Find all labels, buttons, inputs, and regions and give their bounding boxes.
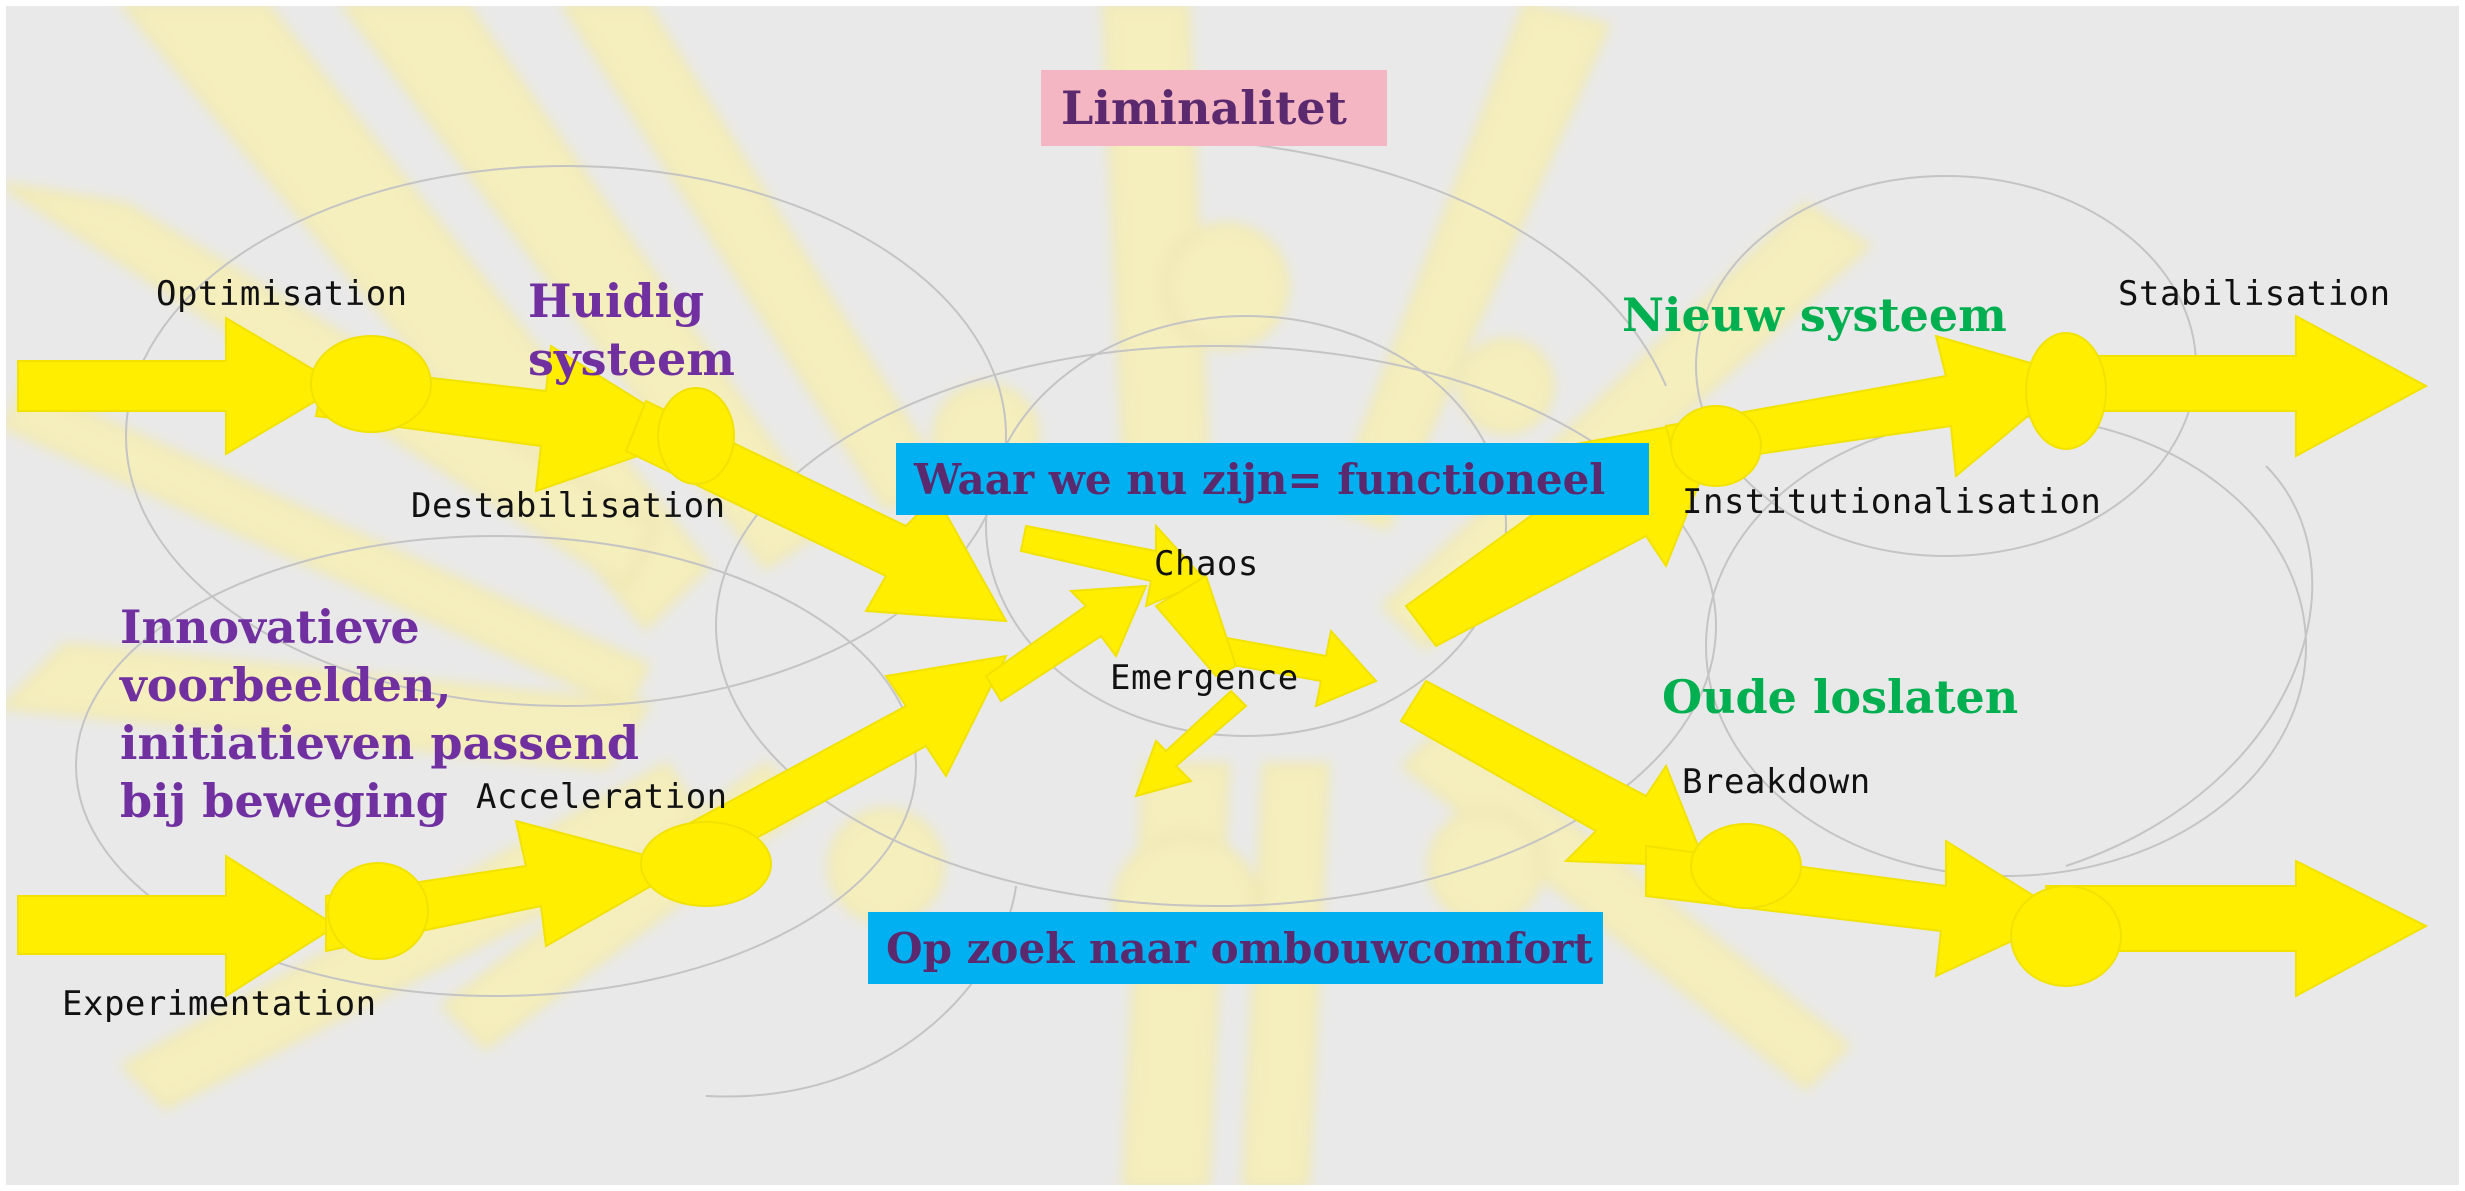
label-institutionalisation: Institutionalisation — [1682, 482, 2102, 522]
label-destabilisation: Destabilisation — [411, 486, 726, 526]
banner-where-we-are-text: Waar we nu zijn= functioneel — [914, 454, 1606, 504]
label-emergence: Emergence — [1110, 658, 1299, 698]
flow-arrows — [17, 314, 2429, 998]
label-stabilisation: Stabilisation — [2118, 274, 2391, 314]
title-box-liminalitet: Liminalitet — [1041, 70, 1387, 146]
banner-searching-comfort-text: Op zoek naar ombouwcomfort — [886, 923, 1593, 973]
arrow-center-2 — [984, 584, 1148, 703]
x-curve-diagram: Liminalitet Waar we nu zijn= functioneel… — [6, 6, 2459, 1185]
label-experimentation: Experimentation — [62, 984, 377, 1024]
diagram-graphics — [6, 6, 2429, 1185]
arrow-experimentation — [17, 854, 338, 998]
banner-searching-comfort: Op zoek naar ombouwcomfort — [868, 912, 1603, 984]
banner-where-we-are: Waar we nu zijn= functioneel — [896, 443, 1649, 515]
label-optimisation: Optimisation — [156, 274, 408, 314]
heading-new-system: Nieuw systeem — [1622, 288, 2007, 342]
arrow-optimisation — [17, 316, 343, 456]
heading-innovative-examples: Innovatieve voorbeelden, initiatieven pa… — [120, 600, 640, 828]
label-acceleration: Acceleration — [476, 777, 728, 817]
arrow-to-breakdown — [1399, 679, 1708, 868]
arrow-stabilisation — [2065, 314, 2429, 458]
arrow-center-5 — [1154, 574, 1238, 678]
title-text: Liminalitet — [1061, 81, 1347, 135]
label-breakdown: Breakdown — [1682, 762, 1871, 802]
arrow-center-4 — [1134, 689, 1248, 798]
heading-let-go-old: Oude loslaten — [1662, 670, 2019, 724]
heading-current-system: Huidig systeem — [528, 274, 735, 386]
label-chaos: Chaos — [1154, 544, 1259, 584]
